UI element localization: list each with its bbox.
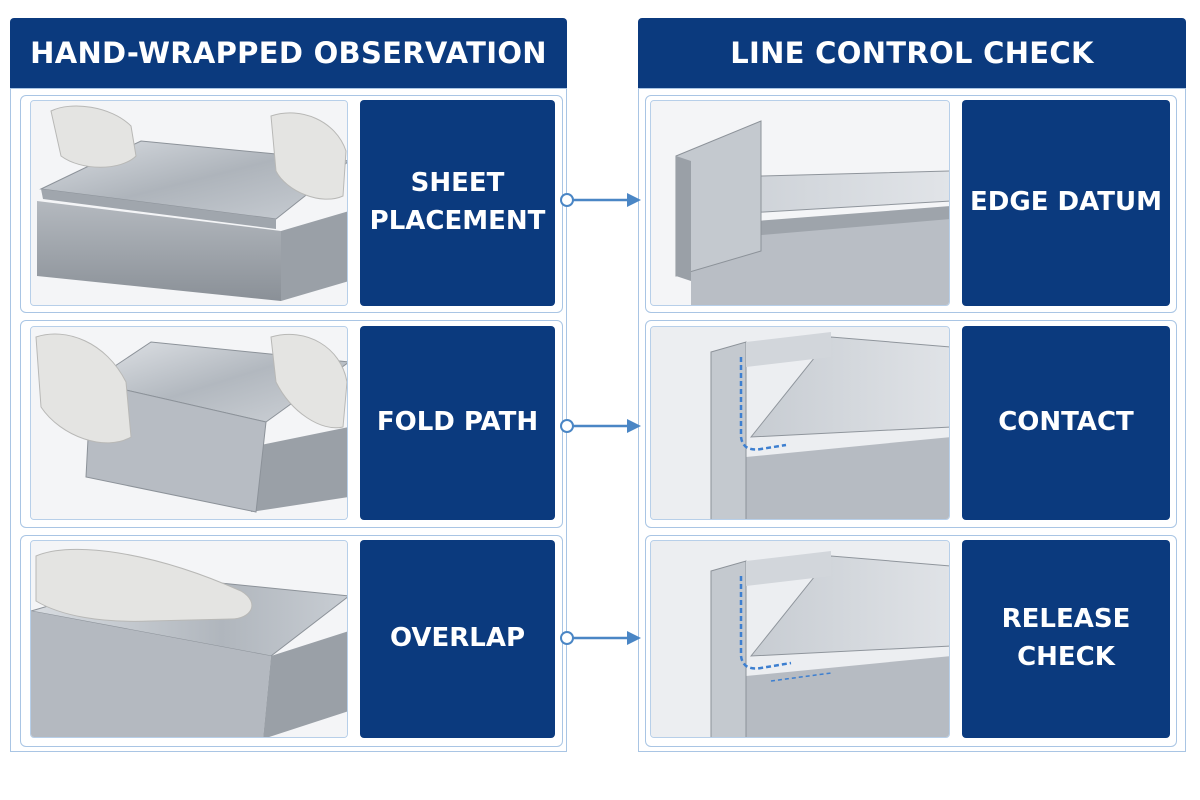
label-sheet-placement: SHEET PLACEMENT (360, 100, 555, 306)
connector-row-2 (560, 419, 641, 433)
label-release-check: RELEASE CHECK (962, 540, 1170, 738)
photo-contact (650, 326, 950, 520)
label-contact: CONTACT (962, 326, 1170, 520)
left-column-header: HAND-WRAPPED OBSERVATION (10, 18, 567, 88)
right-column-frame (638, 88, 1186, 752)
photo-edge-datum (650, 100, 950, 306)
label-fold-path: FOLD PATH (360, 326, 555, 520)
photo-release-check (650, 540, 950, 738)
photo-sheet-placement (30, 100, 348, 306)
label-edge-datum: EDGE DATUM (962, 100, 1170, 306)
photo-overlap (30, 540, 348, 738)
label-overlap: OVERLAP (360, 540, 555, 738)
right-column-header: LINE CONTROL CHECK (638, 18, 1186, 88)
connector-row-1 (560, 193, 641, 207)
connector-row-3 (560, 631, 641, 645)
photo-fold-path (30, 326, 348, 520)
